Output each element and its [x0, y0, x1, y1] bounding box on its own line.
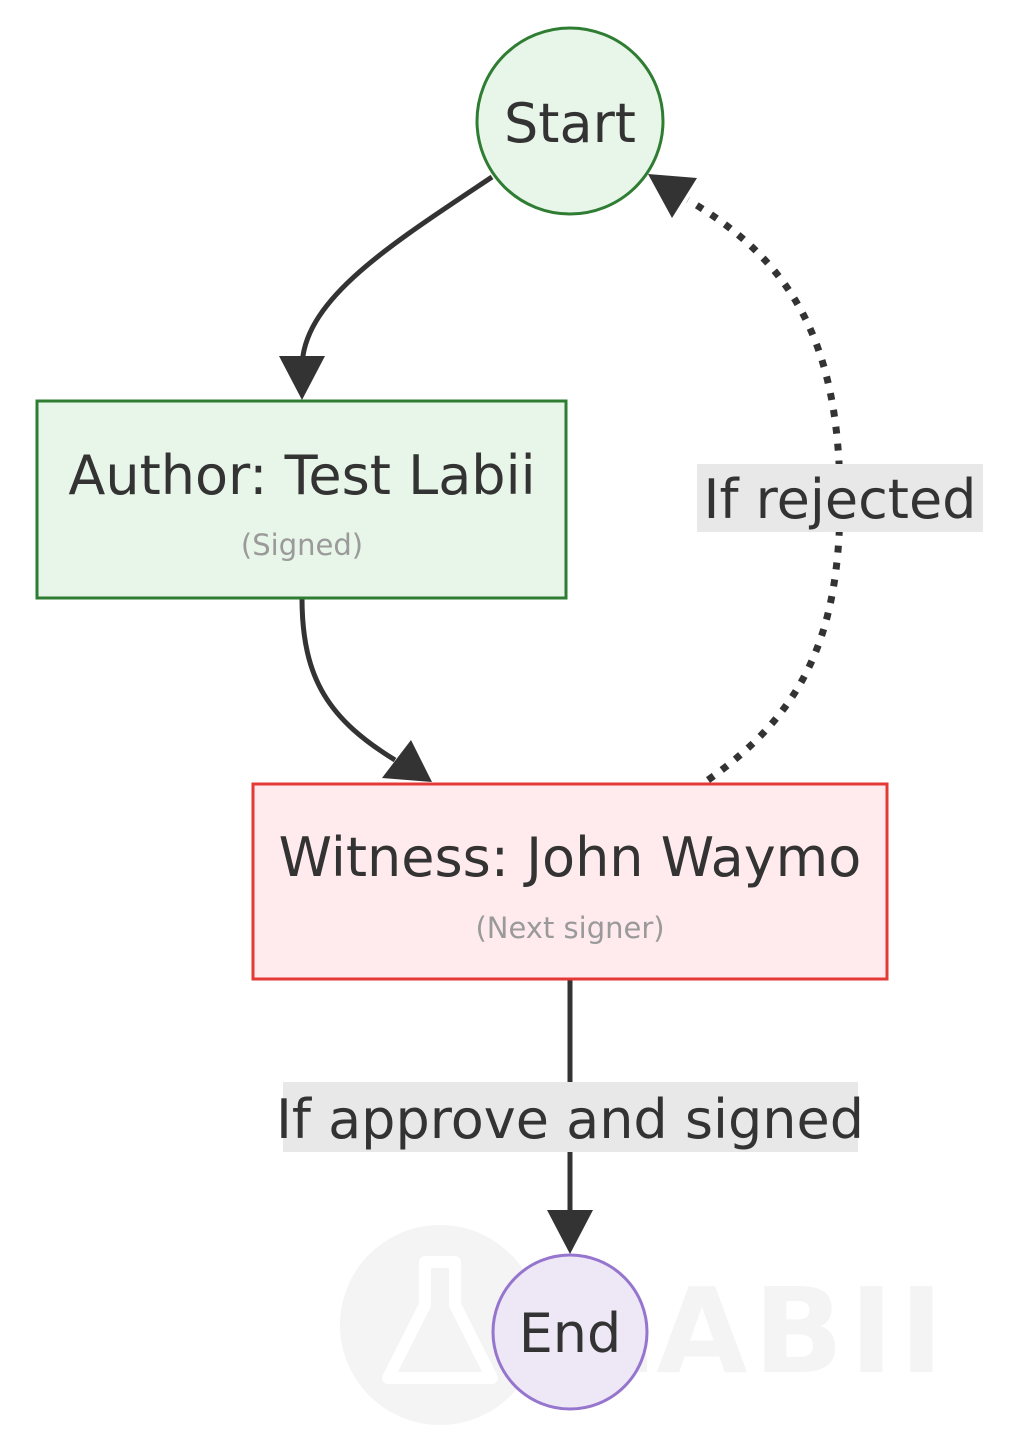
node-end-shape[interactable] — [491, 1253, 649, 1411]
arrowhead-end — [547, 1210, 593, 1254]
node-author[interactable]: Author: Test Labii (Signed) — [35, 399, 568, 600]
node-witness-status: (Next signer) — [475, 911, 664, 945]
edge-label-approved: If approve and signed — [276, 1082, 864, 1152]
arrowhead-start — [648, 174, 697, 218]
arrowhead-witness — [382, 740, 432, 782]
node-author-label: Author: Test Labii — [68, 444, 535, 507]
node-witness[interactable]: Witness: John Waymo (Next signer) — [251, 782, 889, 981]
node-start-label: Start — [504, 92, 636, 155]
node-start-shape[interactable] — [475, 26, 665, 216]
flask-icon — [382, 1256, 498, 1384]
node-witness-label: Witness: John Waymo — [279, 826, 862, 889]
edge-label-rejected-bg — [697, 464, 983, 532]
edge-label-rejected-text: If rejected — [704, 468, 977, 531]
node-end-label: End — [519, 1302, 622, 1365]
edge-label-rejected: If rejected — [697, 464, 983, 532]
node-author-shape[interactable] — [35, 399, 568, 600]
node-end[interactable]: End — [491, 1253, 649, 1411]
edge-label-approved-bg — [283, 1082, 858, 1152]
node-start[interactable]: Start — [475, 26, 665, 216]
node-witness-shape[interactable] — [251, 782, 889, 981]
edge-label-approved-text: If approve and signed — [276, 1088, 864, 1151]
arrowhead-author — [279, 356, 325, 400]
node-author-status: (Signed) — [241, 528, 363, 562]
edge-start-to-author — [299, 174, 494, 369]
edge-author-to-witness — [299, 597, 397, 763]
